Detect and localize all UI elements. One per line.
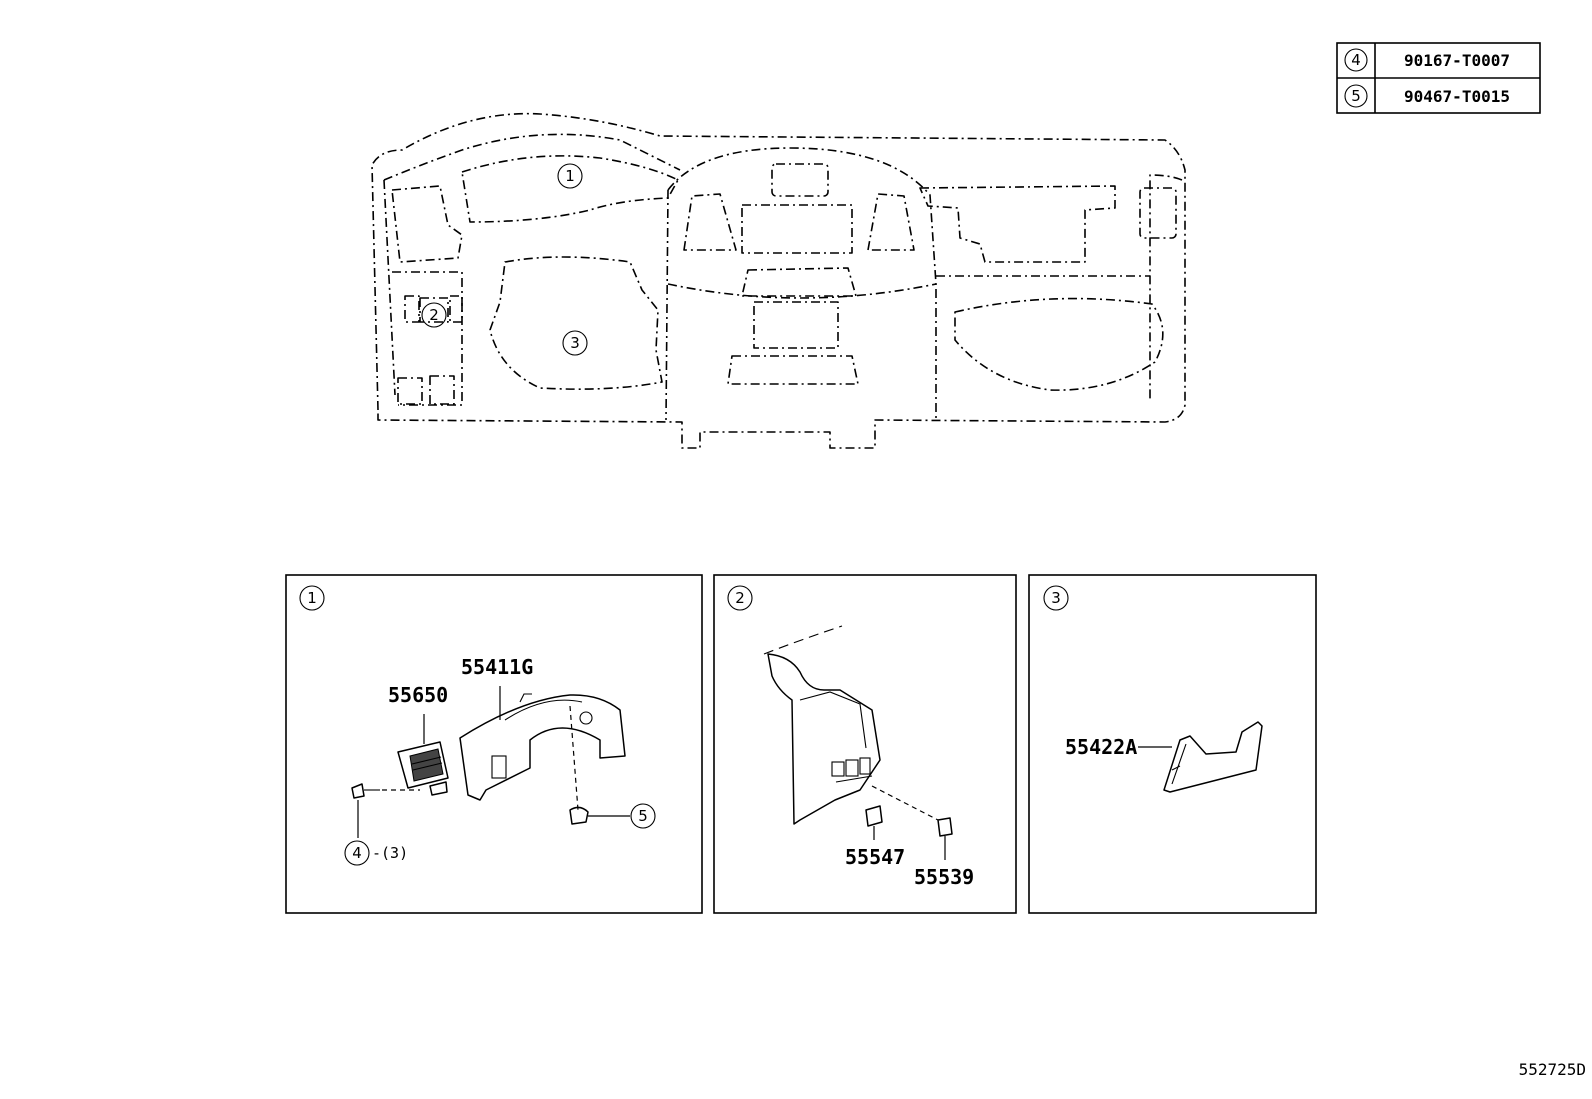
overview-callout-2-circle (421, 302, 447, 328)
legend-part-no-4: 90167-T0007 (1404, 51, 1510, 70)
label-5: 5 (638, 807, 648, 825)
overview-callout-3-circle (562, 330, 588, 356)
label-55411g: 55411G (461, 655, 533, 679)
legend-ref-4-circle (1344, 48, 1368, 72)
panel-1-ref: 1 (307, 589, 317, 607)
legend-ref-5: 5 (1351, 87, 1361, 105)
part-lower-panel-switch-area (763, 625, 881, 825)
label-4-qty: -(3) (372, 844, 408, 862)
label-55547: 55547 (845, 845, 905, 869)
label-4-circle (344, 840, 370, 866)
screw-4 (351, 783, 380, 799)
diagram-code: 552725D (1518, 1060, 1586, 1079)
overview-callout-1-circle (557, 163, 583, 189)
detail-panel-2: 2 55547 55539 (713, 574, 1017, 914)
overview-callout-1: 1 (565, 167, 575, 185)
detail-panel-1: 1 55650 554 (285, 574, 703, 914)
part-55650-vent (397, 741, 449, 796)
label-5-circle (630, 803, 656, 829)
legend-table: 4 90167-T0007 5 90467-T0015 (1336, 42, 1541, 114)
part-55411g-meter-hood (459, 693, 626, 801)
panel-2-ref: 2 (735, 589, 745, 607)
label-55422a: 55422A (1065, 735, 1137, 759)
label-4: 4 (352, 844, 362, 862)
label-55650: 55650 (388, 683, 448, 707)
panel-1-ref-circle (299, 585, 325, 611)
detail-panel-3: 3 55422A (1028, 574, 1317, 914)
panel-3-ref: 3 (1051, 589, 1061, 607)
panel-2-ref-circle (727, 585, 753, 611)
part-55422a-cover (1163, 721, 1263, 793)
label-55539: 55539 (914, 865, 974, 889)
panel-3-ref-circle (1043, 585, 1069, 611)
overview-callout-3: 3 (570, 334, 580, 352)
clip-5 (569, 806, 589, 825)
instrument-panel-overview: 1 2 3 (371, 112, 1186, 449)
overview-callout-2: 2 (429, 306, 439, 324)
part-55547-switch (865, 805, 883, 827)
legend-part-no-5: 90467-T0015 (1404, 87, 1510, 106)
legend-ref-4: 4 (1351, 51, 1361, 69)
legend-ref-5-circle (1344, 84, 1368, 108)
part-55539-plug (937, 817, 953, 837)
